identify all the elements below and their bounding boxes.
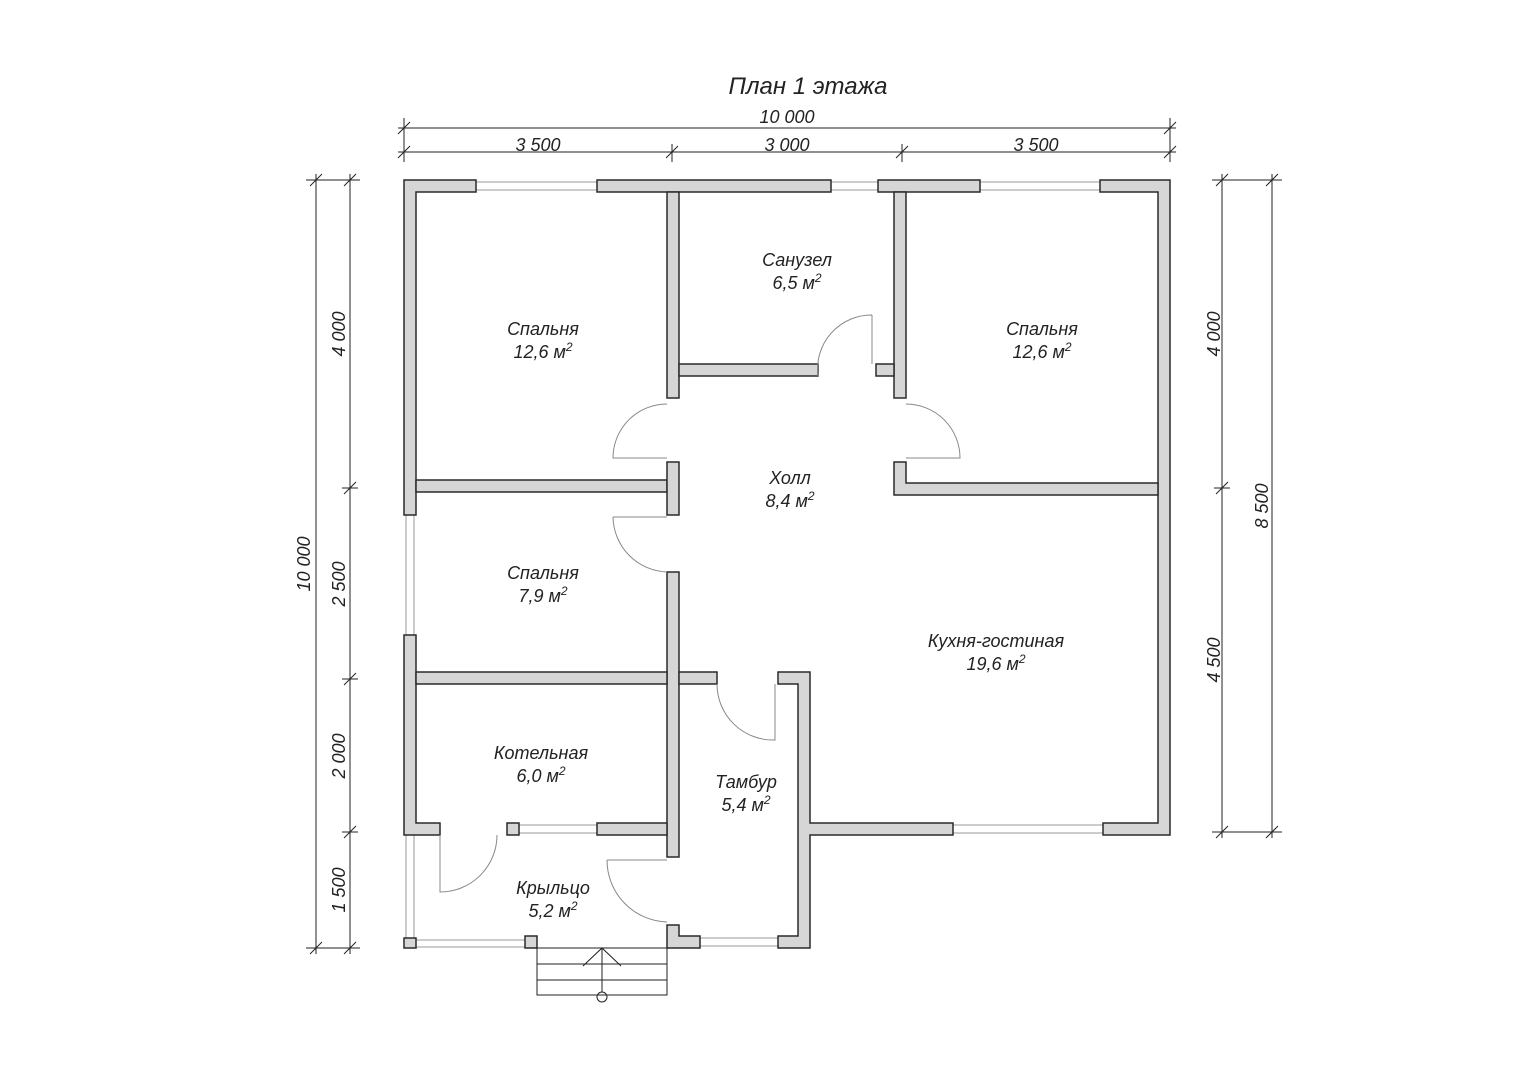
dim-left-total: 10 000 [294,536,314,591]
room-name: Кухня-гостиная [928,631,1065,651]
room-area: 5,2 м2 [528,899,577,921]
area-unit: м [549,586,561,606]
dim-left-2: 2 500 [329,561,349,607]
area-power: 2 [558,764,566,778]
dim-top-3: 3 500 [1013,135,1058,155]
area-value: 12,6 [513,342,549,362]
room-area: 6,5 м2 [772,271,821,293]
plan-title: План 1 этажа [729,73,888,100]
dim-top-1: 3 500 [515,135,560,155]
area-power: 2 [570,899,578,913]
dim-right-2: 4 500 [1204,637,1224,682]
dim-top-2: 3 000 [764,135,809,155]
area-power: 2 [1064,340,1072,354]
room-area: 12,6 м2 [1012,340,1071,362]
room-name: Санузел [762,250,832,270]
dimension-lines [306,118,1282,955]
area-value: 6,5 [772,273,798,293]
dim-right-total: 8 500 [1252,483,1272,528]
area-unit: м [554,342,566,362]
dim-left-1: 4 000 [329,311,349,356]
area-unit: м [1007,654,1019,674]
room-area: 19,6 м2 [966,652,1025,674]
room-name: Спальня [507,563,579,583]
area-unit: м [559,901,571,921]
dim-left-4: 1 500 [329,867,349,912]
area-value: 7,9 [518,586,543,606]
room-name: Котельная [494,743,589,763]
dim-top-total: 10 000 [759,107,814,127]
area-power: 2 [1018,652,1026,666]
room-area: 6,0 м2 [516,764,565,786]
area-power: 2 [565,340,573,354]
walls [403,179,1171,949]
room-name: Спальня [1006,319,1078,339]
area-unit: м [796,491,808,511]
room-name: Спальня [507,319,579,339]
room-name: Холл [768,468,811,488]
area-value: 19,6 [966,654,1002,674]
area-value: 5,4 [721,795,746,815]
windows [405,181,1104,948]
area-value: 8,4 [765,491,790,511]
room-area: 8,4 м2 [765,489,814,511]
area-unit: м [547,766,559,786]
room-area: 5,4 м2 [721,793,770,815]
area-power: 2 [807,489,815,503]
area-unit: м [752,795,764,815]
room-area: 7,9 м2 [518,584,567,606]
area-power: 2 [814,271,822,285]
door-swings [439,314,961,923]
area-value: 5,2 [528,901,553,921]
porch-stairs [536,947,668,1003]
room-area: 12,6 м2 [513,340,572,362]
dim-right-1: 4 000 [1204,311,1224,356]
area-unit: м [803,273,815,293]
area-power: 2 [560,584,568,598]
room-name: Крыльцо [516,878,590,898]
dim-left-3: 2 000 [329,733,349,779]
area-power: 2 [763,793,771,807]
area-unit: м [1053,342,1065,362]
area-value: 12,6 [1012,342,1048,362]
area-value: 6,0 [516,766,541,786]
room-name: Тамбур [715,772,777,792]
